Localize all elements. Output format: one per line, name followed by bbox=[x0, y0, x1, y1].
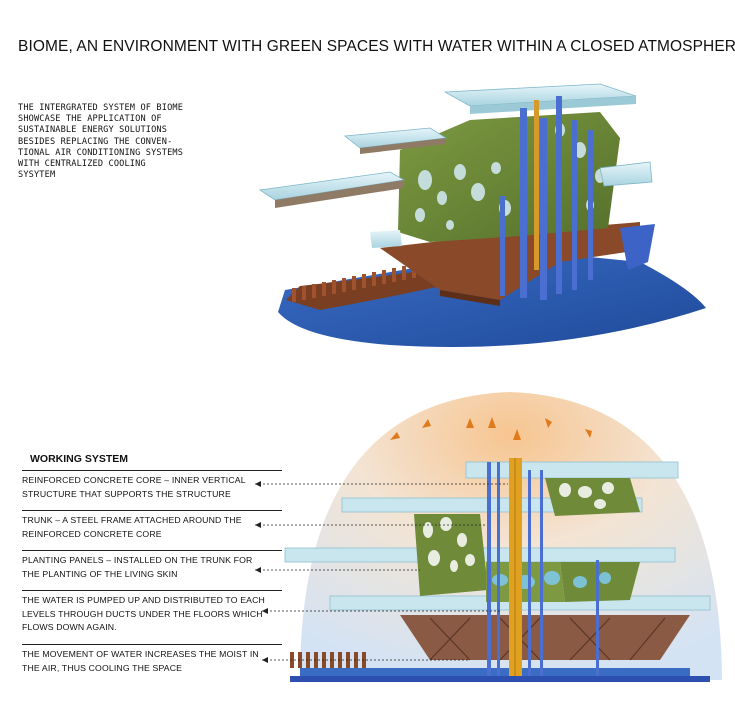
intro-line: WITH CENTRALIZED COOLING bbox=[18, 159, 146, 170]
glass-slab-low bbox=[370, 230, 402, 248]
item-line: STRUCTURE THAT SUPPORTS THE STRUCTURE bbox=[22, 488, 231, 499]
working-system-item: TRUNK – A STEEL FRAME ATTACHED AROUND TH… bbox=[22, 510, 282, 541]
leader-arrowheads bbox=[255, 481, 268, 663]
item-line: REINFORCED CONCRETE CORE – INNER VERTICA… bbox=[22, 475, 246, 485]
intro-line: SUSTAINABLE ENERGY SOLUTIONS bbox=[18, 125, 168, 136]
ground-slab bbox=[290, 676, 710, 682]
section-green-left bbox=[414, 514, 488, 596]
working-system-heading: WORKING SYSTEM bbox=[30, 453, 129, 465]
leader-lines bbox=[255, 483, 508, 661]
concrete-core-top bbox=[534, 100, 539, 270]
item-line: THE WATER IS PUMPED UP AND DISTRIBUTED T… bbox=[22, 595, 265, 605]
intro-line: SYSYTEM bbox=[18, 170, 56, 181]
intro-line: TIONAL AIR CONDITIONING SYSTEMS bbox=[18, 147, 184, 158]
working-system-item: THE MOVEMENT OF WATER INCREASES THE MOIS… bbox=[22, 644, 282, 675]
section-podium bbox=[400, 615, 690, 660]
airflow-arrows bbox=[390, 417, 592, 440]
intro-line: BESIDES REPLACING THE CONVEN- bbox=[18, 136, 173, 147]
section-columns bbox=[487, 462, 599, 676]
item-line: THE MOVEMENT OF WATER INCREASES THE MOIS… bbox=[22, 649, 259, 659]
section-green-right bbox=[560, 562, 640, 602]
item-line: THE AIR, THUS COOLING THE SPACE bbox=[22, 662, 183, 673]
item-line: PLANTING PANELS – INSTALLED ON THE TRUNK… bbox=[22, 555, 253, 565]
working-system-item: REINFORCED CONCRETE CORE – INNER VERTICA… bbox=[22, 470, 282, 501]
green-canopy bbox=[398, 112, 620, 242]
section-green-top-right bbox=[545, 478, 640, 516]
working-system-item: THE WATER IS PUMPED UP AND DISTRIBUTED T… bbox=[22, 590, 282, 635]
page-title: BIOME, AN ENVIRONMENT WITH GREEN SPACES … bbox=[18, 38, 735, 55]
glass-slab-right bbox=[599, 161, 653, 187]
item-line: REINFORCED CONCRETE CORE bbox=[22, 528, 162, 539]
intro-line: THE INTERGRATED SYSTEM OF BIOME bbox=[18, 103, 184, 113]
item-line: THE PLANTING OF THE LIVING SKIN bbox=[22, 568, 178, 579]
item-line: FLOWS DOWN AGAIN. bbox=[22, 622, 117, 633]
item-line: TRUNK – A STEEL FRAME ATTACHED AROUND TH… bbox=[22, 515, 242, 525]
item-line: LEVELS THROUGH DUCTS UNDER THE FLOORS WH… bbox=[22, 608, 263, 619]
intro-line: SHOWCASE THE APPLICATION OF bbox=[18, 114, 162, 125]
water-pool bbox=[300, 668, 690, 676]
intro-paragraph: THE INTERGRATED SYSTEM OF BIOME SHOWCASE… bbox=[18, 103, 214, 181]
steel-columns bbox=[500, 96, 593, 300]
working-system-item: PLANTING PANELS – INSTALLED ON THE TRUNK… bbox=[22, 550, 282, 581]
